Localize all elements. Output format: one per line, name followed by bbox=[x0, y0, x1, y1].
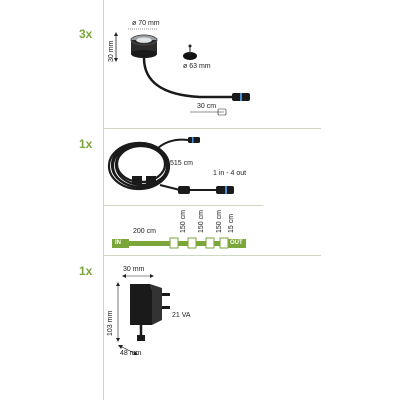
label-in: IN bbox=[115, 240, 121, 246]
divider-2 bbox=[103, 205, 263, 206]
divider-3 bbox=[103, 255, 321, 256]
label-cable-length: 30 cm bbox=[197, 103, 217, 110]
label-seg-200: 200 cm bbox=[133, 228, 156, 235]
quantity-spot-light: 3x bbox=[79, 27, 93, 41]
divider-1 bbox=[103, 128, 321, 129]
label-splitter: 1 in - 4 out bbox=[213, 170, 247, 177]
label-ps-depth: 48 mm bbox=[120, 350, 142, 357]
label-diameter-hole: ø 63 mm bbox=[183, 63, 211, 70]
quantity-main-cable: 1x bbox=[79, 137, 93, 151]
vertical-divider bbox=[103, 0, 104, 400]
label-ps-width: 30 mm bbox=[123, 266, 145, 273]
label-out: OUT bbox=[230, 240, 243, 246]
label-diameter-top: ø 70 mm bbox=[132, 20, 160, 27]
quantity-power-supply: 1x bbox=[79, 264, 93, 278]
label-ps-power: 21 VA bbox=[172, 312, 191, 319]
label-main-cable-length: 515 cm bbox=[170, 160, 193, 167]
label-ps-height: 103 mm bbox=[107, 310, 114, 336]
